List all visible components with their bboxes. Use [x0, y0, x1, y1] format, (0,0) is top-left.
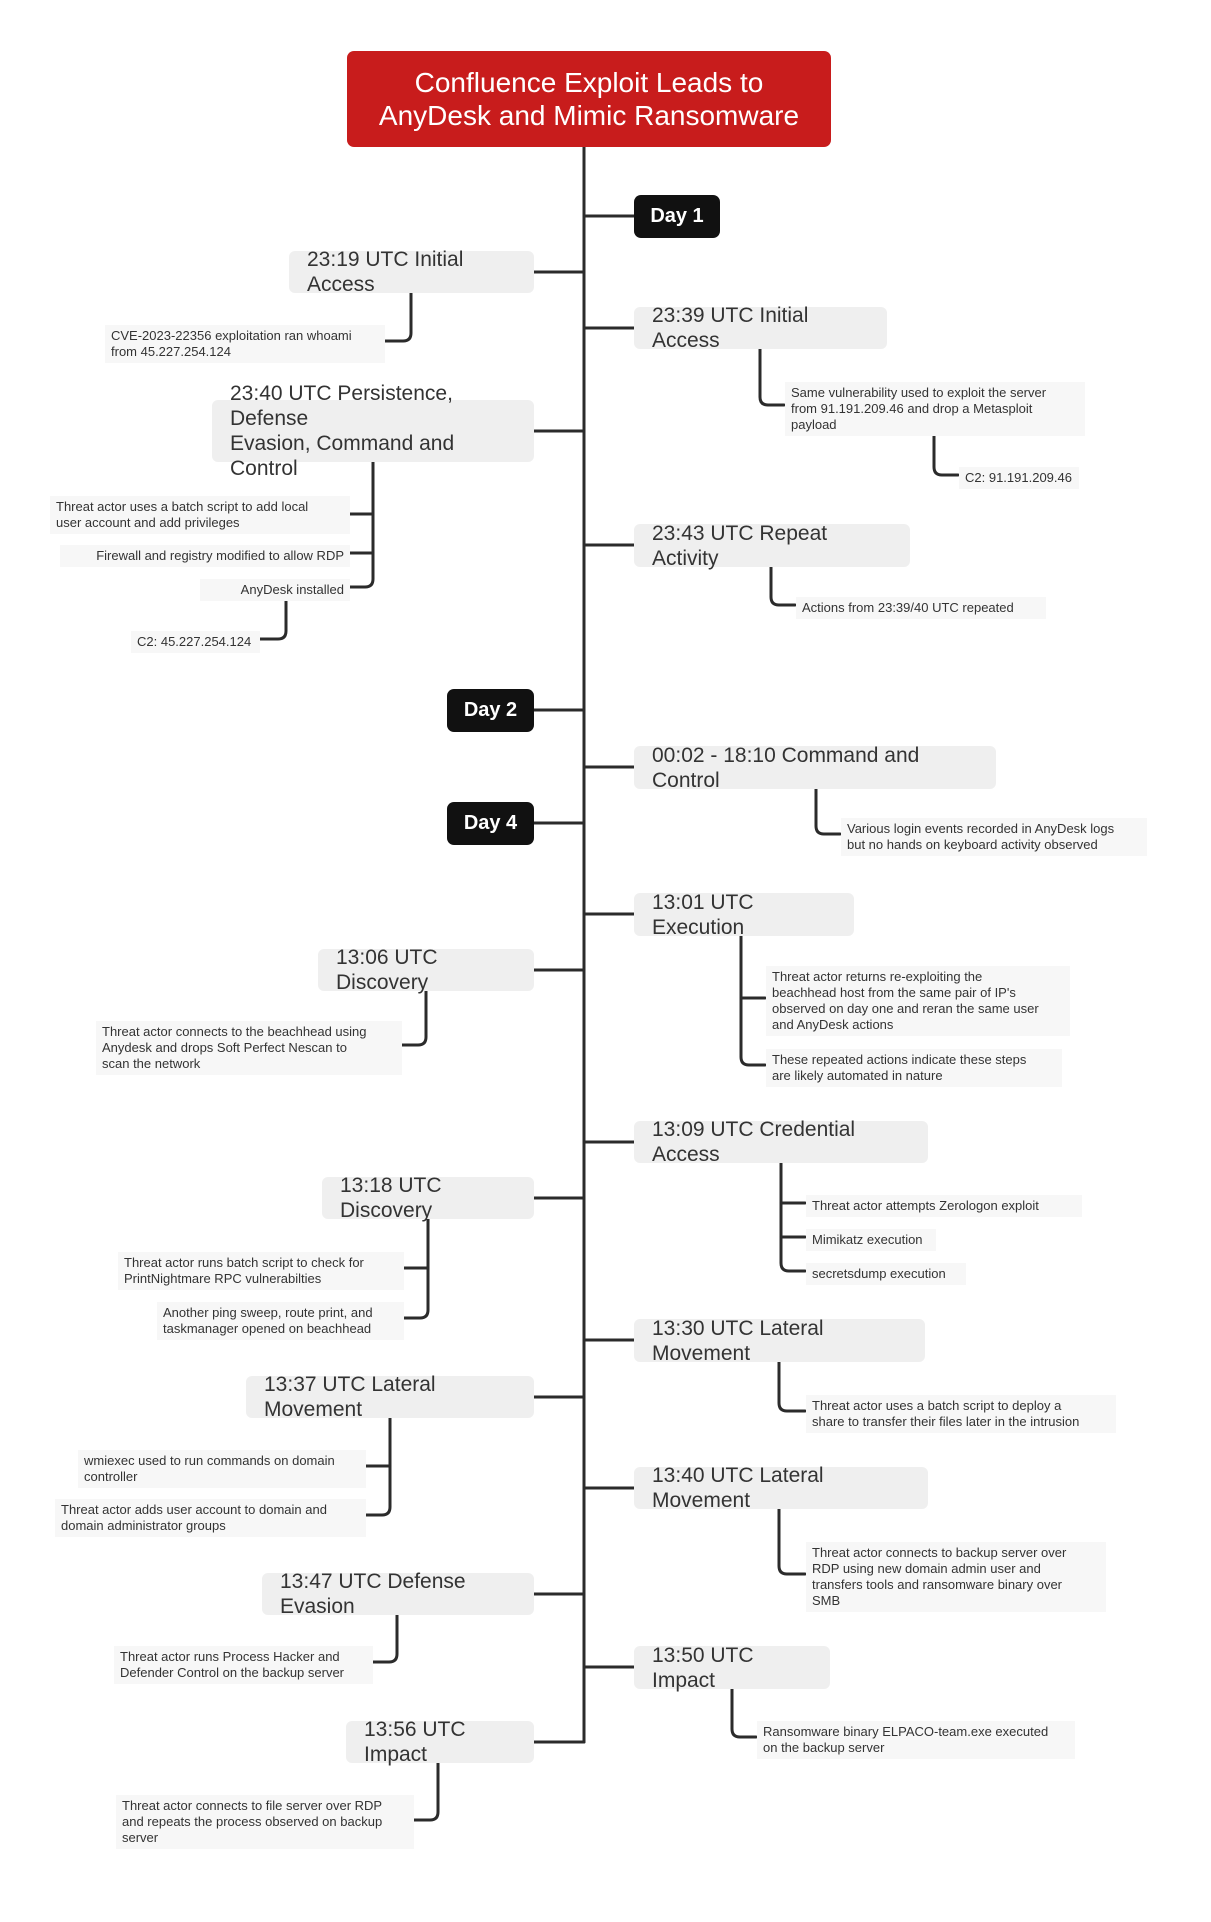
event-initial-access-2339: 23:39 UTC Initial Access	[634, 304, 887, 352]
event-discovery-1306: 13:06 UTC Discovery	[318, 946, 534, 994]
e10-detail-connector	[777, 1360, 807, 1413]
event-detail: Threat actor connects to file server ove…	[116, 1795, 414, 1849]
event-detail: Mimikatz execution	[806, 1229, 936, 1251]
e7-detail-connector	[400, 989, 428, 1047]
event-detail: wmiexec used to run commands on domain c…	[78, 1450, 366, 1488]
day2-badge: Day 2	[447, 689, 534, 732]
event-detail: Ransomware binary ELPACO-team.exe execut…	[757, 1721, 1075, 1759]
event-execution-1301: 13:01 UTC Execution	[634, 891, 854, 939]
event-detail: secretsdump execution	[806, 1263, 966, 1285]
event-lateral-movement-1330: 13:30 UTC Lateral Movement	[634, 1317, 925, 1365]
event-detail: Threat actor uses a batch script to depl…	[806, 1395, 1116, 1433]
event-detail: Firewall and registry modified to allow …	[60, 545, 350, 567]
event-detail: Threat actor connects to the beachhead u…	[96, 1021, 402, 1075]
event-detail: C2: 91.191.209.46	[959, 467, 1079, 489]
event-lateral-movement-1337: 13:37 UTC Lateral Movement	[246, 1373, 534, 1421]
e8-detail-connector	[779, 1161, 807, 1273]
event-command-control-0002: 00:02 - 18:10 Command and Control	[634, 744, 996, 792]
event-initial-access-2319: 23:19 UTC Initial Access	[289, 248, 534, 296]
event-detail: Threat actor attempts Zerologon exploit	[806, 1195, 1082, 1217]
event-detail: CVE-2023-22356 exploitation ran whoami f…	[105, 325, 385, 363]
event-repeat-activity-2343: 23:43 UTC Repeat Activity	[634, 522, 910, 570]
e2-detail2-connector	[932, 434, 960, 477]
event-detail: Threat actor runs batch script to check …	[118, 1252, 404, 1290]
event-persistence-2340: 23:40 UTC Persistence, Defense Evasion, …	[212, 382, 534, 480]
event-detail: Same vulnerability used to exploit the s…	[785, 382, 1085, 436]
diagram-title: Confluence Exploit Leads to AnyDesk and …	[347, 51, 831, 147]
event-credential-access-1309: 13:09 UTC Credential Access	[634, 1118, 928, 1166]
event-discovery-1318: 13:18 UTC Discovery	[322, 1174, 534, 1222]
e3-detail-connector	[348, 460, 375, 589]
e9-detail-connector	[402, 1217, 430, 1320]
event-defense-evasion-1347: 13:47 UTC Defense Evasion	[262, 1570, 534, 1618]
event-detail: Actions from 23:39/40 UTC repeated	[796, 597, 1046, 619]
event-detail: Another ping sweep, route print, and tas…	[157, 1302, 404, 1340]
event-detail: Threat actor returns re-exploiting the b…	[766, 966, 1070, 1036]
event-lateral-movement-1340: 13:40 UTC Lateral Movement	[634, 1464, 928, 1512]
event-detail: These repeated actions indicate these st…	[766, 1049, 1062, 1087]
day1-badge: Day 1	[634, 195, 720, 238]
e4-detail-connector	[769, 565, 797, 607]
e5-detail-connector	[814, 787, 842, 836]
e12-detail-connector	[777, 1507, 807, 1576]
e14-detail-connector	[730, 1687, 758, 1739]
e2-detail1-connector	[758, 347, 786, 407]
event-detail: Threat actor connects to backup server o…	[806, 1542, 1106, 1612]
e6-detail-connector	[739, 934, 767, 1067]
event-detail: Various login events recorded in AnyDesk…	[841, 818, 1147, 856]
event-detail: AnyDesk installed	[200, 579, 350, 601]
e15-detail-connector	[412, 1761, 440, 1822]
e13-detail-connector	[371, 1613, 399, 1664]
e11-detail-connector	[364, 1416, 392, 1517]
event-detail: Threat actor runs Process Hacker and Def…	[114, 1646, 373, 1684]
e1-detail-connector	[383, 290, 413, 343]
event-detail: Threat actor uses a batch script to add …	[50, 496, 350, 534]
day4-badge: Day 4	[447, 802, 534, 845]
event-impact-1350: 13:50 UTC Impact	[634, 1644, 830, 1692]
event-impact-1356: 13:56 UTC Impact	[346, 1718, 534, 1766]
e3-detail4-connector	[258, 599, 288, 641]
event-detail: C2: 45.227.254.124	[131, 631, 260, 653]
event-detail: Threat actor adds user account to domain…	[55, 1499, 366, 1537]
